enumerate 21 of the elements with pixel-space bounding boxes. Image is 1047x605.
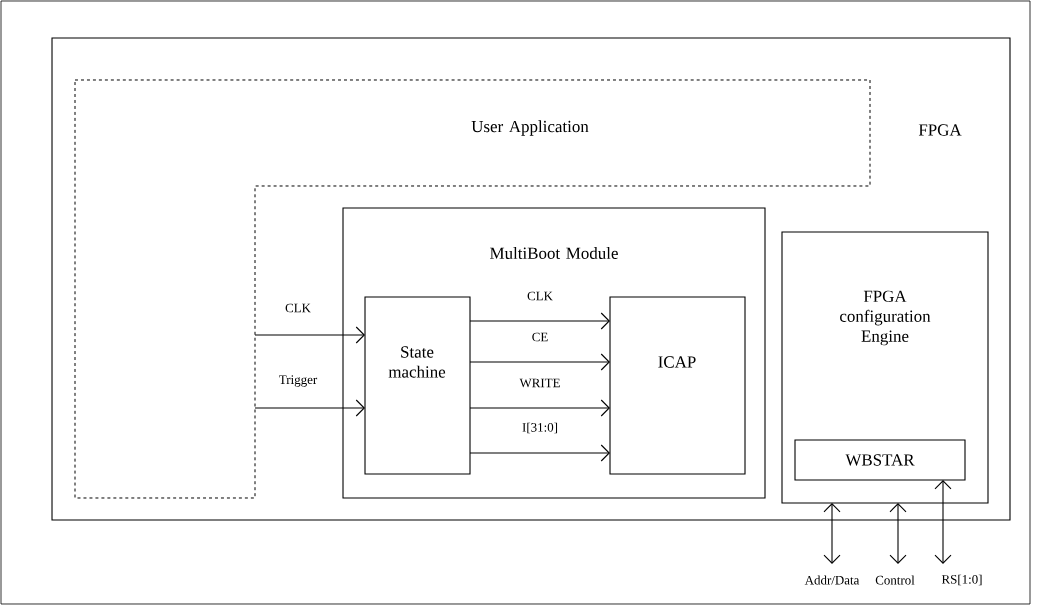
- arrow: [469, 444, 610, 462]
- edge-label: CE: [532, 332, 548, 342]
- arrow: [254, 326, 365, 344]
- arrow: [934, 480, 952, 564]
- arrow: [469, 312, 610, 330]
- edge-label: CLK: [527, 291, 553, 301]
- edge-label: CLK: [285, 303, 311, 313]
- arrow: [889, 503, 907, 564]
- arrow: [469, 353, 610, 371]
- arrow: [823, 503, 841, 564]
- edge-label: I[31:0]: [522, 422, 558, 434]
- state-machine-box: State machine: [364, 296, 471, 475]
- arrow: [469, 399, 610, 417]
- signal-label: Control: [875, 575, 915, 585]
- register-box: WBSTAR: [794, 439, 966, 481]
- edge-label: Trigger: [279, 375, 318, 387]
- edge-label: WRITE: [519, 378, 560, 388]
- arrow: [254, 399, 365, 417]
- signal-label: RS[1:0]: [941, 574, 982, 586]
- signal-label: Addr/Data: [804, 575, 860, 585]
- icap-box: ICAP: [609, 296, 746, 475]
